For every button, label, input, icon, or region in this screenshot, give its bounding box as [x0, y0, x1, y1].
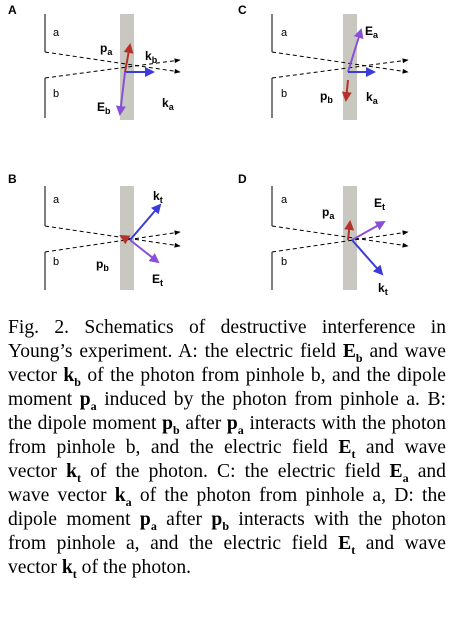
caption-text-run: and wave vector	[8, 437, 446, 482]
screen-plate	[120, 14, 134, 120]
label-p-b: pb	[320, 89, 333, 105]
label-e-t: Et	[152, 272, 163, 288]
caption-vector-symbol: ka	[114, 485, 132, 509]
dipole-arrow	[344, 220, 355, 241]
slit-label-a: a	[281, 27, 288, 39]
panel-d: D a b pa Et kt	[238, 172, 409, 297]
label-p-a: pa	[322, 205, 335, 221]
ray-from-a	[271, 51, 409, 74]
slit-label-b: b	[281, 88, 287, 100]
caption-text-run: of the photon from pinhole b, and the di…	[8, 365, 446, 410]
ray-from-b	[271, 58, 409, 79]
label-k-t: kt	[378, 281, 388, 297]
panel-letter: D	[238, 172, 247, 186]
label-e-t: Et	[374, 196, 385, 212]
caption-text-run: of the photon.	[76, 557, 192, 578]
ray-from-b	[271, 230, 409, 253]
caption-text-run: of the photon. C: the electric field	[80, 461, 390, 482]
ray-from-b	[44, 58, 181, 79]
label-k-a: ka	[366, 90, 379, 106]
caption-vector-symbol: Et	[338, 533, 356, 557]
panel-a: A a b pa kb Eb ka	[8, 3, 181, 120]
panel-letter: A	[8, 3, 17, 17]
label-e-b: Eb	[97, 100, 111, 116]
caption-vector-symbol: pa	[226, 413, 244, 437]
label-k-a: ka	[162, 96, 175, 112]
ray-from-b	[44, 230, 181, 253]
figure-caption: Fig. 2. Schematics of destructive interf…	[8, 316, 446, 580]
screen-plate	[343, 186, 357, 290]
slit-label-b: b	[53, 88, 59, 100]
panel-b: B a b kt pb Et	[8, 172, 181, 290]
label-p-a: pa	[100, 41, 113, 57]
caption-text-run: Fig. 2. Schematics of destructive interf…	[8, 317, 446, 362]
caption-vector-symbol: kt	[61, 557, 77, 581]
caption-vector-symbol: Eb	[342, 341, 363, 365]
caption-text-run: of the photon from pinhole a, D: the dip…	[8, 485, 446, 530]
slit-label-a: a	[281, 194, 288, 206]
caption-vector-symbol: pa	[79, 389, 97, 413]
caption-vector-symbol: pb	[162, 413, 180, 437]
caption-text-run: and wave vector	[8, 533, 446, 578]
ray-from-a	[44, 225, 181, 248]
caption-vector-symbol: kb	[63, 365, 81, 389]
label-k-b: kb	[145, 49, 158, 65]
figure-canvas: A a b pa kb Eb ka C a b	[8, 3, 409, 297]
label-p-b: pb	[96, 257, 109, 273]
k-vector-arrow	[351, 239, 384, 276]
slit-label-a: a	[53, 194, 60, 206]
caption-text-run: after	[156, 509, 212, 530]
e-field-arrow	[347, 28, 364, 73]
ray-from-a	[271, 225, 409, 248]
caption-text-run: after	[179, 413, 227, 434]
k-vector-arrow	[129, 203, 162, 241]
dipole-arrow	[341, 79, 352, 102]
ray-from-a	[44, 51, 181, 74]
caption-vector-symbol: Et	[338, 437, 356, 461]
e-field-arrow	[115, 71, 126, 116]
label-e-a: Ea	[365, 24, 379, 40]
caption-text-run: and wave vector	[8, 461, 446, 506]
caption-vector-symbol: Ea	[389, 461, 409, 485]
caption-vector-symbol: pa	[139, 509, 157, 533]
caption-text-run: interacts with the photon from pinhole b…	[8, 413, 446, 458]
dipole-arrow	[119, 235, 131, 245]
label-k-t: kt	[153, 189, 163, 205]
slit-label-a: a	[53, 27, 60, 39]
slit-label-b: b	[53, 256, 59, 268]
caption-text-run: and wave vector	[8, 341, 446, 386]
caption-text-run: induced by the photon from pinhole a. B:…	[8, 389, 446, 434]
caption-vector-symbol: pb	[211, 509, 230, 533]
caption-vector-symbol: kt	[66, 461, 81, 485]
caption-text-run: interacts with the photon from pinhole a…	[8, 509, 446, 554]
e-field-arrow	[129, 239, 160, 264]
panel-letter: C	[238, 3, 247, 17]
panel-c: C a b Ea pb ka	[238, 3, 409, 120]
dipole-arrow	[123, 43, 134, 73]
slit-label-b: b	[281, 256, 287, 268]
panel-letter: B	[8, 172, 17, 186]
figure: A a b pa kb Eb ka C a b	[8, 3, 409, 297]
e-field-arrow	[351, 221, 386, 241]
